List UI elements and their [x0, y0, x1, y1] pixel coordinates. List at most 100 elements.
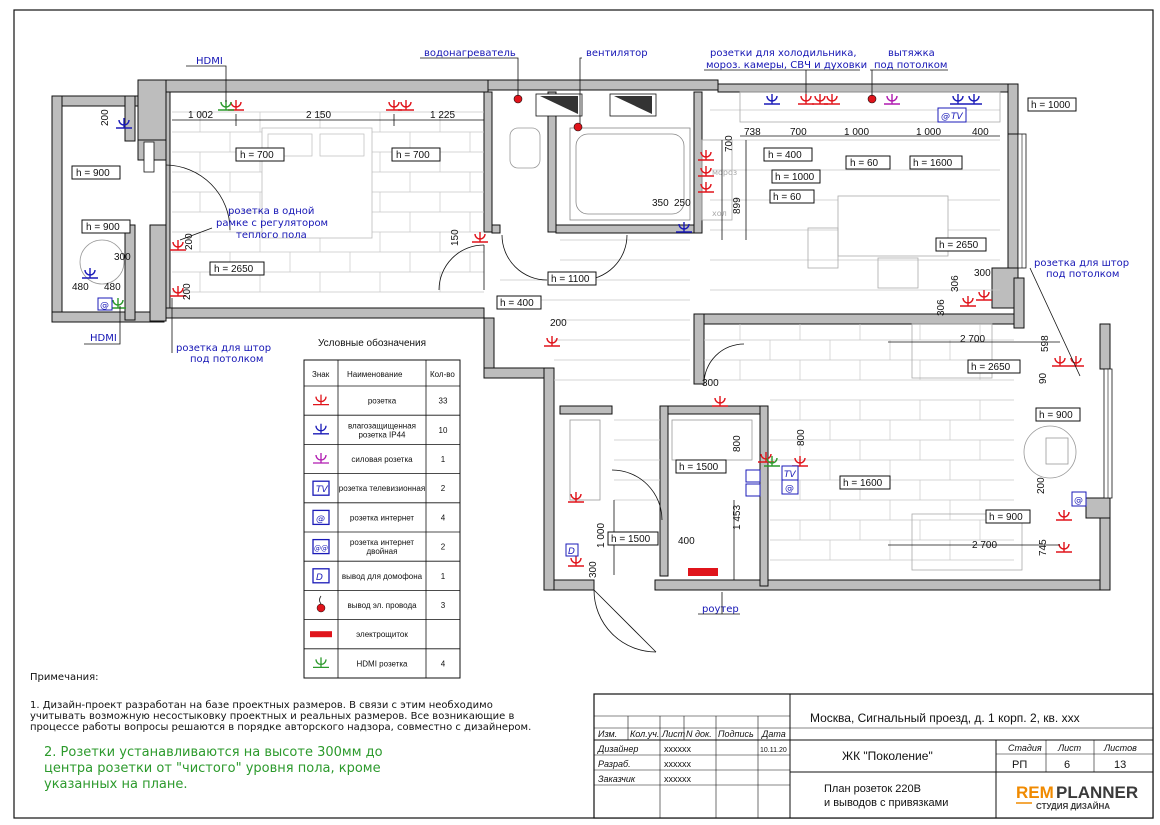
socket-mark — [798, 94, 814, 105]
svg-text:700: 700 — [790, 127, 807, 138]
svg-text:306: 306 — [936, 299, 947, 316]
svg-text:Кол.уч.: Кол.уч. — [630, 729, 659, 739]
legend-row-name: розетка телевизионная — [339, 484, 425, 493]
callout-curtain-right-1: розетка для штор — [1034, 258, 1129, 269]
svg-text:800: 800 — [796, 429, 807, 446]
legend-symbol — [313, 657, 329, 669]
svg-text:1 225: 1 225 — [430, 110, 455, 121]
socket-mark — [976, 290, 992, 301]
notes-title: Примечания: — [30, 672, 99, 683]
socket-mark — [386, 100, 402, 111]
svg-text:738: 738 — [744, 127, 761, 138]
callout-floor-heat-3: теплого пола — [236, 230, 307, 241]
svg-text:СТУДИЯ ДИЗАЙНА: СТУДИЯ ДИЗАЙНА — [1036, 802, 1110, 811]
socket-mark — [398, 100, 414, 111]
legend-row-name: двойная — [367, 547, 398, 556]
electric-panel — [688, 568, 718, 576]
internet-socket-mark: @ — [781, 479, 799, 495]
svg-text:h = 700: h = 700 — [396, 150, 430, 161]
callout-floor-heat-2: рамке с регулятором — [216, 218, 328, 229]
svg-text:h = 1500: h = 1500 — [679, 462, 719, 473]
legend-symbol — [313, 394, 329, 406]
ip44-socket-mark — [950, 94, 966, 105]
socket-mark — [544, 336, 560, 347]
callout-floor-heat-1: розетка в одной — [228, 206, 314, 217]
svg-text:@: @ — [316, 514, 325, 524]
hdmi-socket-mark — [764, 456, 780, 467]
svg-text:6: 6 — [1064, 759, 1070, 771]
legend-row-qty: 10 — [439, 426, 448, 435]
socket-mark — [698, 150, 714, 161]
height-box: h = 2650 — [935, 237, 987, 252]
socket-mark — [792, 456, 808, 467]
svg-text:h = 900: h = 900 — [989, 512, 1023, 523]
height-box: h = 1000 — [771, 169, 821, 184]
fridge-label: хол — [712, 209, 727, 218]
internet-socket-mark: @ — [1071, 491, 1087, 507]
socket-mark — [824, 94, 840, 105]
svg-text:1 002: 1 002 — [188, 110, 213, 121]
callout-hood-2: под потолком — [874, 60, 947, 71]
legend-row-qty: 3 — [441, 601, 446, 610]
socket-mark — [698, 182, 714, 193]
svg-text:@: @ — [785, 484, 794, 494]
legend-symbol — [310, 631, 332, 638]
legend-symbol: @ — [312, 509, 330, 526]
socket-mark — [170, 286, 186, 297]
callout-router: роутер — [702, 604, 739, 615]
height-box: h = 900 — [71, 165, 121, 180]
tv-socket-mark: TV — [781, 465, 799, 481]
legend-row-name: HDMI розетка — [356, 659, 408, 668]
svg-text:745: 745 — [1038, 539, 1049, 556]
height-box: h = 1500 — [675, 459, 727, 474]
svg-text:центра розетки от "чистого" ур: центра розетки от "чистого" уровня пола,… — [44, 761, 381, 776]
socket-mark — [170, 240, 186, 251]
svg-text:Стадия: Стадия — [1008, 743, 1042, 753]
svg-text:h = 1100: h = 1100 — [551, 274, 590, 285]
svg-text:480: 480 — [72, 282, 89, 293]
svg-text:1 000: 1 000 — [844, 127, 869, 138]
svg-text:300: 300 — [114, 252, 131, 263]
legend-header-qty: Кол-во — [430, 370, 455, 379]
svg-text:2. Розетки устанавливаются на: 2. Розетки устанавливаются на высоте 300… — [44, 745, 383, 760]
legend-symbol — [313, 453, 329, 464]
svg-text:200: 200 — [1036, 477, 1047, 494]
svg-text:2 700: 2 700 — [972, 540, 997, 551]
hdmi-socket-mark — [110, 298, 126, 309]
callout-hood-1: вытяжка — [888, 48, 935, 59]
svg-text:10.11.20: 10.11.20 — [760, 747, 787, 754]
callouts: HDMI HDMI водонагреватель вентилятор роз… — [84, 48, 1129, 615]
svg-text:350: 350 — [652, 198, 669, 209]
svg-text:TV: TV — [784, 470, 796, 480]
svg-text:h = 700: h = 700 — [240, 150, 274, 161]
ip44-socket-mark — [764, 94, 780, 105]
height-box: h = 1000 — [1027, 97, 1077, 112]
svg-text:h = 2650: h = 2650 — [971, 362, 1011, 373]
callout-hdmi-bottom: HDMI — [90, 333, 117, 344]
svg-text:h = 400: h = 400 — [500, 298, 534, 309]
svg-text:700: 700 — [724, 135, 735, 152]
svg-text:D: D — [568, 547, 575, 557]
legend-symbol: @@ — [312, 538, 330, 555]
legend-symbol — [316, 595, 326, 613]
svg-text:h = 2650: h = 2650 — [939, 240, 979, 251]
height-box: h = 2650 — [967, 359, 1021, 374]
dimension-labels: 1 002 2 150 1 225 200 200 300 480 480 20… — [72, 109, 1051, 578]
svg-text:300: 300 — [702, 378, 719, 389]
svg-text:h = 1600: h = 1600 — [913, 158, 953, 169]
legend-row-qty: 33 — [439, 397, 448, 406]
dimension-lines — [172, 114, 1060, 580]
svg-text:2 150: 2 150 — [306, 110, 331, 121]
svg-text:400: 400 — [678, 536, 695, 547]
svg-text:1 000: 1 000 — [916, 127, 941, 138]
svg-text:h = 400: h = 400 — [768, 150, 802, 161]
svg-text:h = 1000: h = 1000 — [775, 172, 815, 183]
socket-mark — [568, 556, 584, 567]
